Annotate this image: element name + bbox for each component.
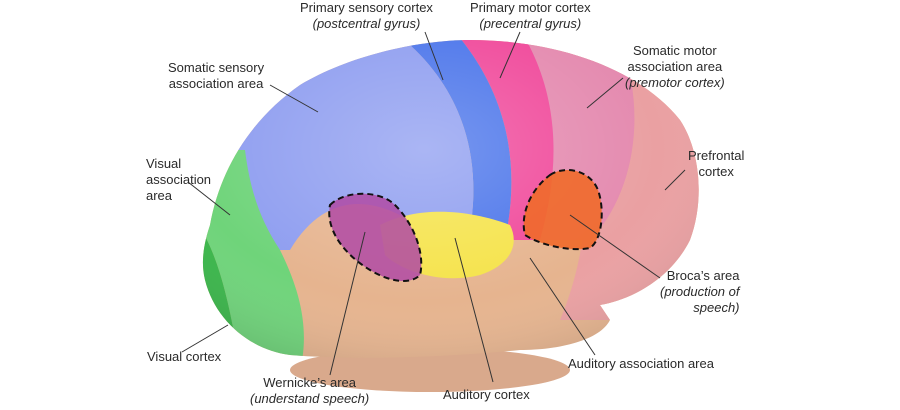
leader-visual-association [187,181,231,216]
label-visual-cortex: Visual cortex [147,349,222,364]
leader-prefrontal [664,169,686,191]
leader-auditory-cortex [454,237,494,383]
leader-somatic-motor [586,77,624,109]
brocas-area-region [522,169,603,251]
leader-brocas [569,214,661,279]
leader-wernickes [329,231,366,376]
label-somatic-motor-association: Somatic motor association area (premotor… [625,43,725,90]
label-prefrontal-cortex: Prefrontal cortex [688,148,745,179]
leader-primary-motor [499,31,521,79]
leader-auditory-association [529,257,596,356]
label-brocas-area: Broca’s area (production of speech) [660,268,740,315]
leader-somatic-sensory [269,84,319,113]
label-auditory-cortex: Auditory cortex [443,387,530,402]
label-primary-motor-cortex: Primary motor cortex (precentral gyrus) [470,0,591,31]
leader-visual-cortex [181,324,229,353]
leader-primary-sensory [424,31,444,81]
label-auditory-association: Auditory association area [568,356,714,371]
label-visual-association: Visual association area [146,156,212,203]
wernickes-area-region [328,192,423,282]
temporal-lower-edge [290,348,570,392]
label-wernickes-area: Wernicke’s area (understand speech) [250,375,370,406]
label-primary-sensory-cortex: Primary sensory cortex (postcentral gyru… [300,0,433,31]
label-somatic-sensory-association: Somatic sensory association area [168,60,265,91]
